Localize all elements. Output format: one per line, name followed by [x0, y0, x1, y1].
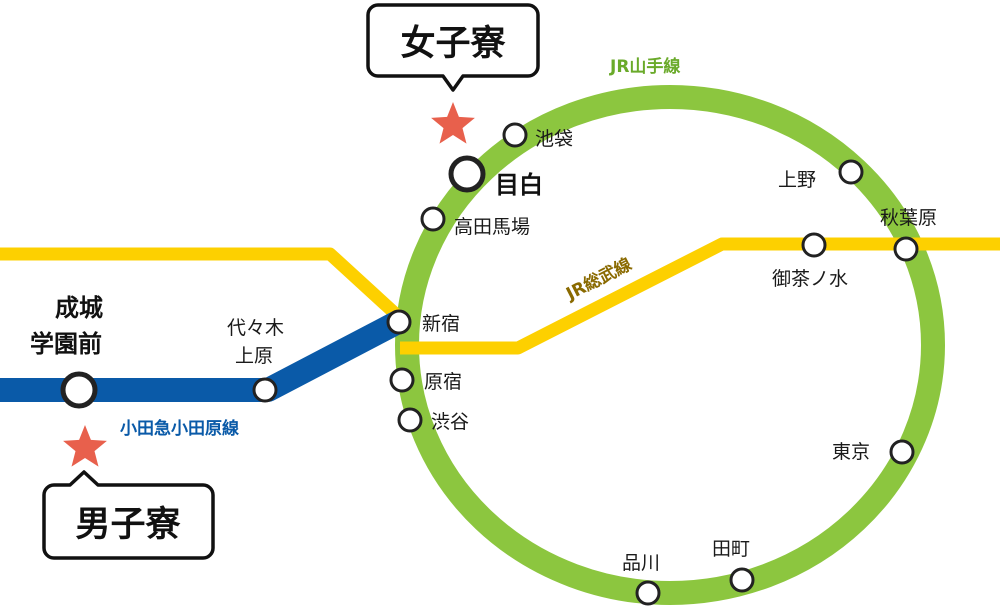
station-ueno-label: 上野: [778, 169, 816, 191]
station-shinjuku-marker[interactable]: [386, 309, 412, 335]
womens-dorm-star-icon: [431, 102, 475, 144]
station-ochanomizu-marker[interactable]: [801, 232, 827, 258]
station-yoyogiuehara-label-line2: 上原: [235, 345, 273, 367]
station-ikebukuro-label: 池袋: [535, 128, 573, 150]
station-yoyogiuehara-marker[interactable]: [252, 377, 278, 403]
sobu-line-east: [400, 237, 1000, 355]
womens-dorm-callout-bubble: [366, 3, 540, 92]
station-seijogakuenmae-label-line2: 学園前: [30, 330, 102, 358]
station-shibuya-label: 渋谷: [431, 411, 469, 433]
station-ueno-marker[interactable]: [838, 159, 864, 185]
station-shinjuku-label: 新宿: [422, 313, 460, 335]
station-shinagawa-marker[interactable]: [635, 580, 661, 606]
station-ikebukuro-marker[interactable]: [502, 122, 528, 148]
station-harajuku-marker[interactable]: [389, 367, 415, 393]
station-takadanobaba-label: 高田馬場: [454, 216, 530, 238]
station-seijogakuenmae-label-line1: 成城: [55, 294, 103, 322]
station-seijogakuenmae-marker[interactable]: [60, 371, 98, 409]
mens-dorm-callout-bubble: [42, 470, 215, 560]
station-ochanomizu-label: 御茶ノ水: [772, 268, 848, 290]
womens-dorm-callout: 女子寮: [366, 3, 540, 92]
station-mejiro-marker[interactable]: [448, 155, 486, 193]
odakyu-line-label: 小田急小田原線: [120, 418, 239, 439]
station-tamachi-marker[interactable]: [729, 567, 755, 593]
mens-dorm-star-icon: [63, 425, 107, 467]
station-takadanobaba-marker[interactable]: [420, 206, 446, 232]
station-akihabara-marker[interactable]: [893, 236, 919, 262]
station-shibuya-marker[interactable]: [397, 407, 423, 433]
mens-dorm-callout: 男子寮: [42, 470, 215, 560]
station-akihabara-label: 秋葉原: [880, 207, 937, 229]
womens-dorm-callout-text: 女子寮: [400, 23, 505, 64]
sobu-line-west: [0, 247, 405, 323]
station-shinagawa-label: 品川: [622, 552, 660, 574]
station-tokyo-marker[interactable]: [889, 439, 915, 465]
station-harajuku-label: 原宿: [424, 371, 462, 393]
station-markers: [60, 122, 919, 606]
mens-dorm-callout-text: 男子寮: [75, 505, 180, 545]
station-tokyo-label: 東京: [832, 441, 870, 463]
station-yoyogiuehara-label-line1: 代々木: [227, 317, 284, 339]
station-tamachi-label: 田町: [712, 538, 750, 560]
station-mejiro-label: 目白: [495, 171, 543, 199]
yamanote-line-label: JR山手線: [609, 56, 680, 77]
